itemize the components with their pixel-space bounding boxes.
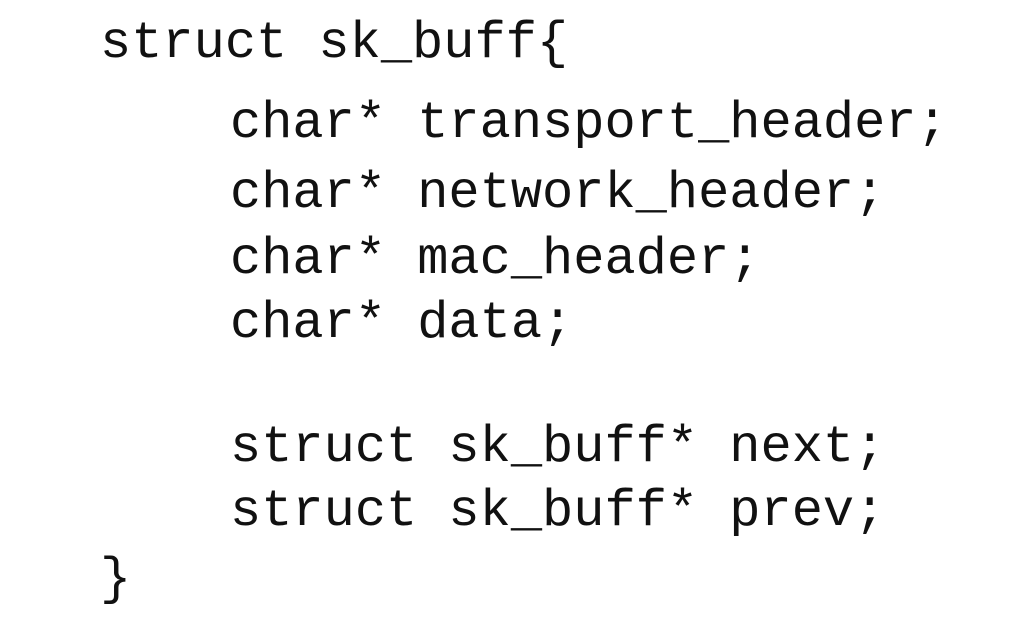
field-prev: struct sk_buff* prev;	[230, 482, 886, 541]
closing-brace-line: }	[100, 550, 132, 609]
field-data: char* data;	[230, 294, 574, 353]
struct-declaration-line: struct sk_buff{	[100, 14, 569, 73]
field-transport-header: char* transport_header;	[230, 94, 948, 153]
field-mac-header: char* mac_header;	[230, 230, 761, 289]
field-next: struct sk_buff* next;	[230, 418, 886, 477]
field-network-header: char* network_header;	[230, 164, 886, 223]
